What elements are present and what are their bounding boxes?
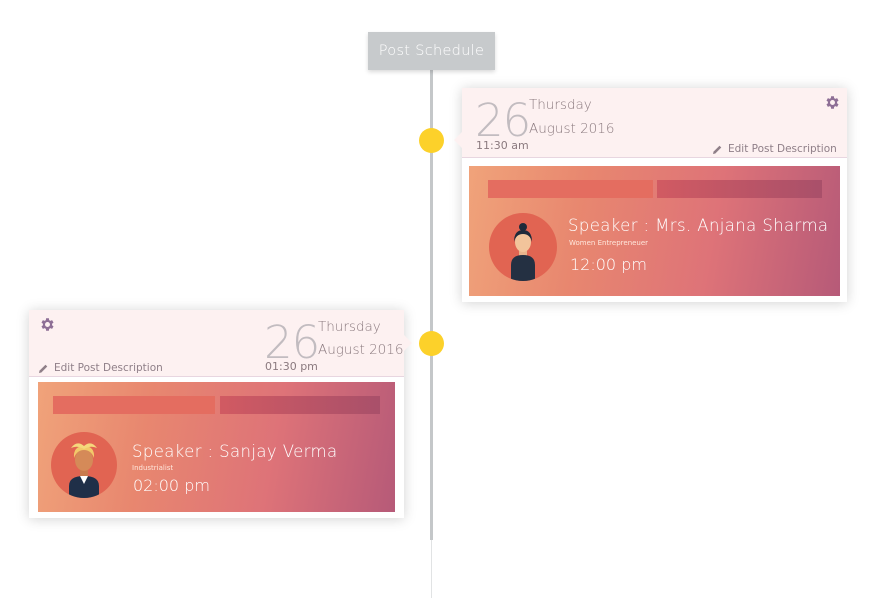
card-pointer xyxy=(454,132,462,148)
event-month-year: August 2016 xyxy=(529,121,615,137)
event-time: 12:00 pm xyxy=(570,255,647,274)
event-weekday: Thursday xyxy=(318,319,381,335)
gear-icon[interactable] xyxy=(824,94,841,111)
event-banner: Speaker : Mrs. Anjana Sharma Women Entre… xyxy=(469,166,840,296)
event-card: 26 Thursday August 2016 11:30 am Edit Po… xyxy=(454,88,847,302)
event-banner: Speaker : Sanjay Verma Industrialist 02:… xyxy=(38,382,395,512)
edit-post-description-link[interactable]: Edit Post Description xyxy=(713,143,837,155)
event-month-year: August 2016 xyxy=(318,342,404,358)
edit-post-description-label: Edit Post Description xyxy=(728,143,837,155)
post-schedule-button[interactable]: Post Schedule xyxy=(368,32,495,70)
banner-bar xyxy=(220,396,380,414)
event-time: 02:00 pm xyxy=(133,476,210,495)
timeline-line-faded xyxy=(431,540,432,598)
event-card-header xyxy=(462,88,847,158)
pencil-icon xyxy=(39,364,48,373)
event-day: 26 xyxy=(264,316,320,369)
event-card-header xyxy=(29,310,404,377)
timeline-dot[interactable] xyxy=(419,331,444,356)
timeline-line xyxy=(430,68,433,540)
edit-post-description-label: Edit Post Description xyxy=(54,362,163,374)
banner-bar xyxy=(657,180,822,198)
post-time: 11:30 am xyxy=(476,139,529,152)
woman-avatar-icon xyxy=(511,223,535,281)
event-day: 26 xyxy=(475,94,531,147)
edit-post-description-link[interactable]: Edit Post Description xyxy=(39,362,163,374)
event-card: Edit Post Description 26 Thursday August… xyxy=(29,310,412,518)
speaker-avatar xyxy=(489,213,557,281)
timeline-dot[interactable] xyxy=(419,128,444,153)
pencil-icon xyxy=(713,145,722,154)
gear-icon[interactable] xyxy=(39,316,56,333)
speaker-role: Industrialist xyxy=(132,464,174,472)
speaker-role: Women Entrepreneuer xyxy=(569,239,649,247)
post-schedule-label: Post Schedule xyxy=(378,43,485,59)
post-time: 01:30 pm xyxy=(265,360,318,373)
speaker-avatar xyxy=(51,432,117,498)
speaker-name: Speaker : Mrs. Anjana Sharma xyxy=(568,216,829,235)
man-avatar-icon xyxy=(69,443,99,498)
banner-bar xyxy=(53,396,215,414)
speaker-name: Speaker : Sanjay Verma xyxy=(132,442,338,461)
event-weekday: Thursday xyxy=(529,97,592,113)
banner-bar xyxy=(488,180,653,198)
card-pointer xyxy=(404,335,412,351)
